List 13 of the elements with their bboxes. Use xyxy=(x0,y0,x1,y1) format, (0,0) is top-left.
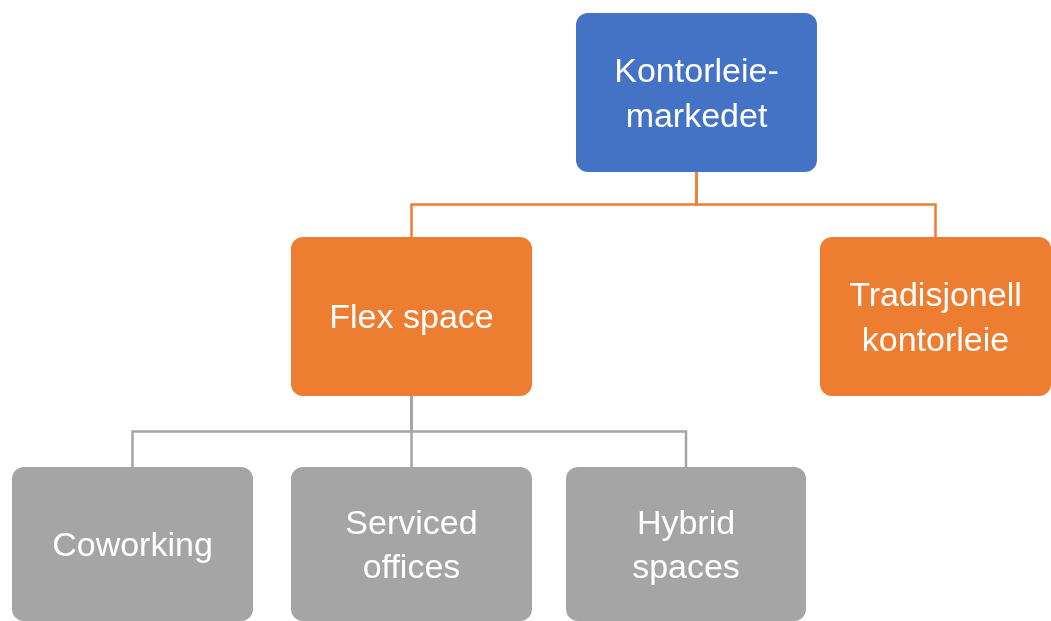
category-box xyxy=(576,13,817,172)
connector-line xyxy=(695,172,937,237)
box-label: Kontorleie-markedet xyxy=(613,50,780,136)
box-label: Coworking xyxy=(52,523,213,565)
category-box xyxy=(12,467,253,621)
box-label: Tradisjonell kontorleie xyxy=(848,274,1023,360)
box-label: Serviced offices xyxy=(344,501,479,587)
category-box xyxy=(291,467,532,621)
box-label: Flex space xyxy=(329,296,494,338)
category-box xyxy=(566,467,806,621)
category-box xyxy=(820,237,1051,396)
category-box xyxy=(291,237,532,396)
box-label: Hybrid spaces xyxy=(631,501,741,587)
